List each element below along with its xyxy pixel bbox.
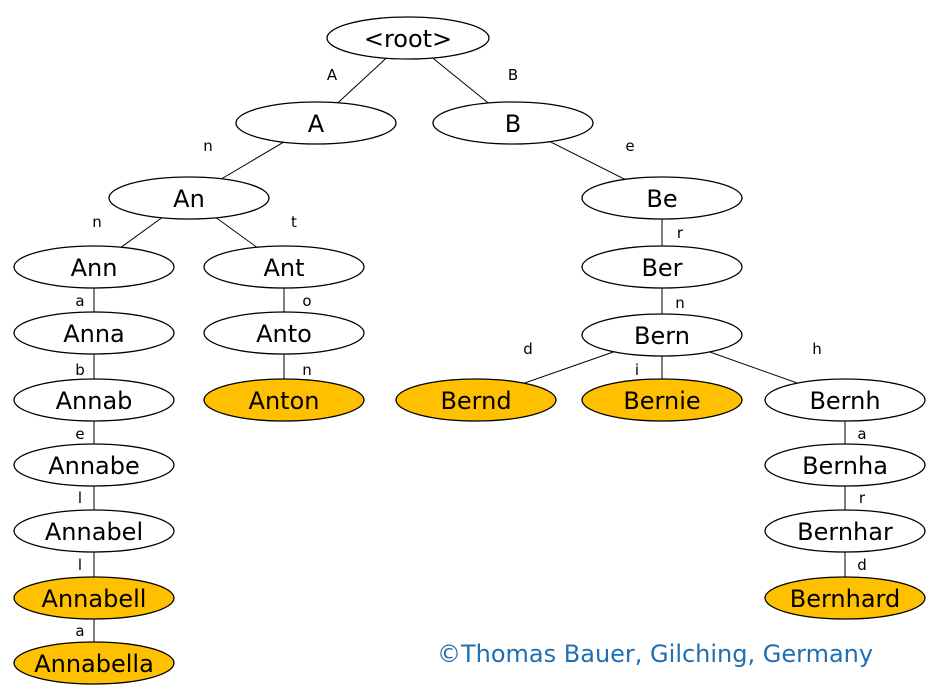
node-label: Anna	[63, 320, 125, 348]
node-label: Bernd	[440, 387, 511, 415]
node-bernha: Bernha	[764, 443, 926, 487]
node-ellipse	[235, 101, 397, 145]
node-label: Annabella	[34, 650, 154, 678]
node-ann: Ann	[13, 245, 175, 289]
node-bernd: Bernd	[395, 378, 557, 422]
edge-label-Annabel-Annabell: l	[78, 556, 82, 574]
node-label: Annab	[56, 387, 133, 415]
node-root: <root>	[326, 16, 490, 60]
node-label: Bernha	[802, 452, 888, 480]
node-label: Bernhar	[797, 518, 893, 546]
node-ellipse	[13, 311, 175, 355]
node-ellipse	[13, 245, 175, 289]
terminal-node-ellipse	[13, 576, 175, 620]
edge-label-Bern-Bernh: h	[812, 340, 822, 358]
node-ellipse	[13, 378, 175, 422]
node-annabell: Annabell	[13, 576, 175, 620]
edge-label-B-Be: e	[625, 137, 634, 155]
node-bernie: Bernie	[581, 378, 743, 422]
node-label: Annabell	[42, 585, 147, 613]
terminal-node-ellipse	[764, 576, 926, 620]
edge-label-Bernh-Bernha: a	[857, 425, 866, 443]
node-anton: Anton	[203, 378, 365, 422]
edge-label-Bern-Bernd: d	[523, 340, 533, 358]
node-label: A	[308, 110, 325, 138]
node-label: B	[505, 110, 521, 138]
copyright-symbol: ©	[437, 640, 461, 668]
node-ellipse	[581, 245, 743, 289]
node-ellipse	[581, 313, 743, 357]
node-anna: Anna	[13, 311, 175, 355]
terminal-node-ellipse	[13, 641, 175, 685]
node-label: An	[173, 185, 205, 213]
node-ellipse	[203, 311, 365, 355]
edge-label-root-A: A	[327, 66, 338, 84]
node-ellipse	[764, 378, 926, 422]
node-ellipse	[13, 443, 175, 487]
copyright-notice: ©Thomas Bauer, Gilching, Germany	[437, 640, 873, 668]
node-label: Anton	[249, 387, 320, 415]
node-label: Be	[646, 185, 677, 213]
node-label: Bern	[634, 322, 690, 350]
edge-label-An-Ann: n	[92, 213, 102, 231]
edge-labels-layer: A Bn e n t r a o n b n d i h e a l r l d a	[75, 66, 867, 640]
edge-label-Bernha-Bernhar: r	[859, 489, 866, 507]
node-bernhar: Bernhar	[764, 509, 926, 553]
node-b: B	[432, 101, 594, 145]
edge-label-Anna-Annab: b	[75, 361, 85, 379]
node-bernh: Bernh	[764, 378, 926, 422]
edge-label-Annabe-Annabel: l	[78, 489, 82, 507]
edge-label-Bern-Bernie: i	[635, 361, 639, 379]
node-be: Be	[581, 176, 743, 220]
node-anto: Anto	[203, 311, 365, 355]
edge-label-Ann-Anna: a	[75, 292, 84, 310]
edge-label-An-Ant: t	[291, 213, 297, 231]
node-label: Annabe	[48, 452, 140, 480]
edge-label-Be-Ber: r	[677, 224, 684, 242]
node-label: Bernh	[809, 387, 880, 415]
node-ellipse	[326, 16, 490, 60]
terminal-node-ellipse	[395, 378, 557, 422]
node-label: Anto	[256, 320, 312, 348]
node-ellipse	[581, 176, 743, 220]
node-annabel: Annabel	[13, 509, 175, 553]
edge-label-Ant-Anto: o	[302, 292, 311, 310]
node-label: Bernhard	[790, 585, 900, 613]
copyright-text: Thomas Bauer, Gilching, Germany	[461, 640, 874, 668]
node-ellipse	[13, 509, 175, 553]
node-an: An	[108, 176, 270, 220]
edge-label-A-An: n	[203, 137, 213, 155]
terminal-node-ellipse	[581, 378, 743, 422]
node-label: Ant	[263, 254, 304, 282]
node-ber: Ber	[581, 245, 743, 289]
node-annabe: Annabe	[13, 443, 175, 487]
edge-label-Annab-Annabe: e	[75, 425, 84, 443]
node-ellipse	[432, 101, 594, 145]
edge-label-Annabell-Annabella: a	[75, 622, 84, 640]
node-ellipse	[764, 509, 926, 553]
node-annabella: Annabella	[13, 641, 175, 685]
edge-label-root-B: B	[508, 66, 518, 84]
node-ellipse	[108, 176, 270, 220]
node-ellipse	[764, 443, 926, 487]
node-label: <root>	[364, 25, 452, 53]
node-label: Bernie	[623, 387, 700, 415]
edge-label-Ber-Bern: n	[675, 294, 685, 312]
node-label: Ber	[641, 254, 682, 282]
node-ellipse	[203, 245, 365, 289]
terminal-node-ellipse	[203, 378, 365, 422]
node-bernhard: Bernhard	[764, 576, 926, 620]
node-annab: Annab	[13, 378, 175, 422]
edge-label-Bernhar-Bernhard: d	[857, 556, 867, 574]
node-label: Annabel	[45, 518, 143, 546]
node-label: Ann	[71, 254, 118, 282]
node-a: A	[235, 101, 397, 145]
node-ant: Ant	[203, 245, 365, 289]
node-bern: Bern	[581, 313, 743, 357]
edge-label-Anto-Anton: n	[302, 361, 312, 379]
